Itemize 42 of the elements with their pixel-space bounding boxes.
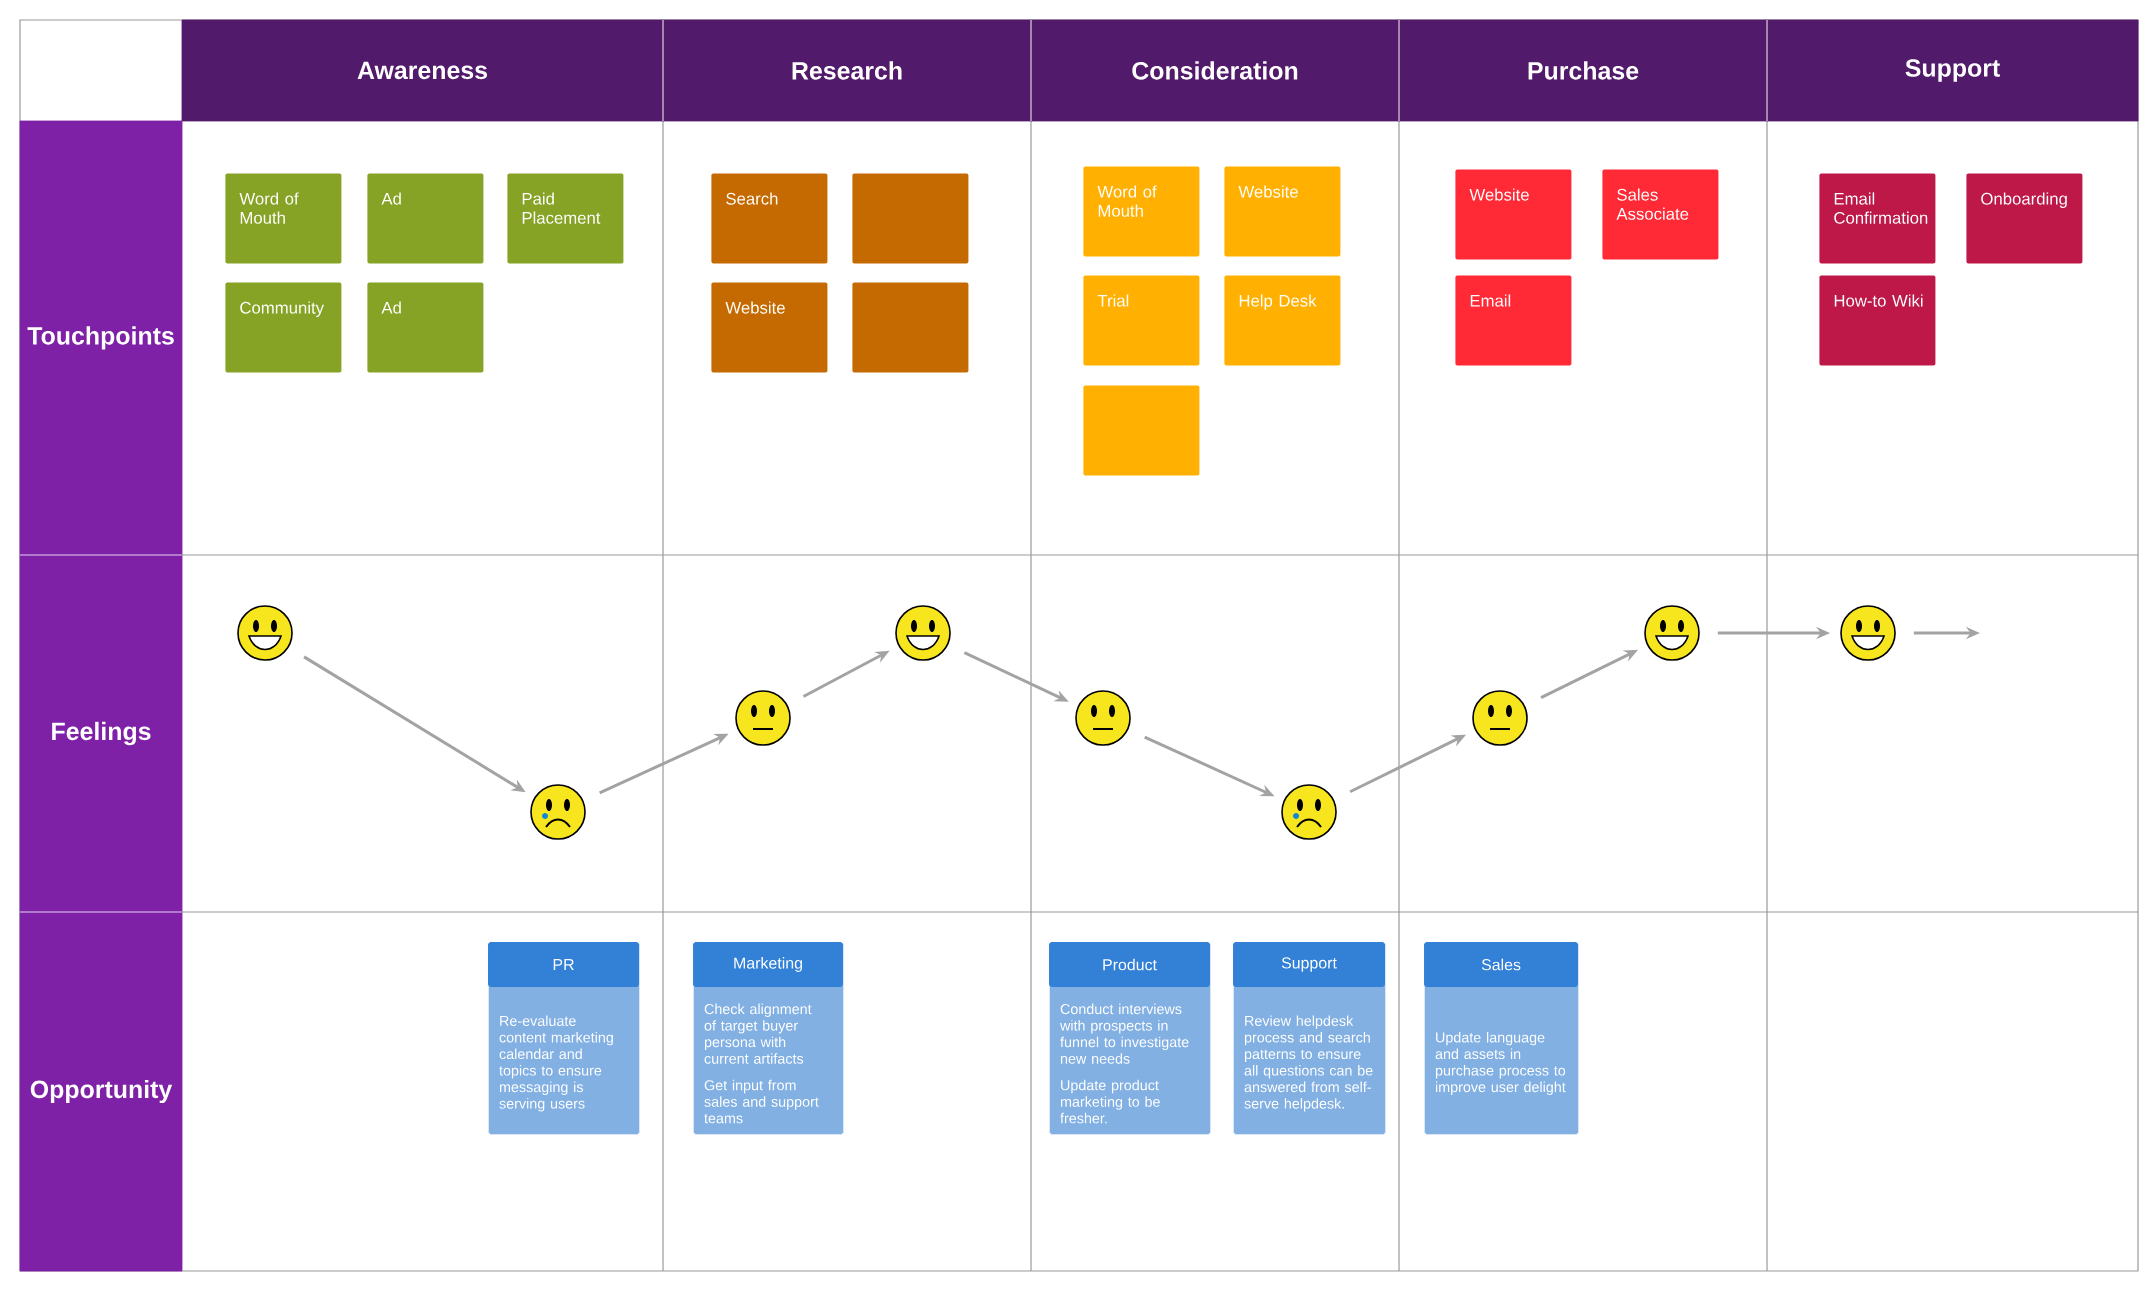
- opportunity-card: Support Review helpdesk process and search patterns to ensure all questions can be answered from self-serve helpdesk.: [1233, 942, 1386, 1135]
- sticky-note: [852, 282, 969, 373]
- sticky-note: Email Confirmation: [1819, 173, 1936, 264]
- neutral-face-icon: [735, 690, 791, 746]
- happy-face-icon: [237, 605, 293, 661]
- sticky-note: Email: [1455, 275, 1572, 366]
- happy-face-icon: [1840, 605, 1896, 661]
- opportunity-card: Sales Update language and assets in purchase process to improve user delight: [1424, 942, 1579, 1135]
- sad-face-icon: [530, 784, 586, 840]
- sticky-note: Sales Associate: [1602, 169, 1719, 260]
- column-header: Support: [1766, 19, 2139, 122]
- sticky-note: Ad: [367, 173, 484, 264]
- row-header: Touchpoints: [19, 120, 183, 556]
- sticky-note: [1083, 385, 1200, 476]
- sticky-note: Trial: [1083, 275, 1200, 366]
- column-header: Awareness: [181, 19, 664, 122]
- sticky-note: Onboarding: [1966, 173, 2083, 264]
- row-header: Opportunity: [19, 911, 183, 1272]
- sticky-note: How-to Wiki: [1819, 275, 1936, 366]
- sticky-note: [852, 173, 969, 264]
- row-header: Feelings: [19, 554, 183, 913]
- happy-face-icon: [895, 605, 951, 661]
- happy-face-icon: [1644, 605, 1700, 661]
- sticky-note: Ad: [367, 282, 484, 373]
- opportunity-card: PR Re-evaluate content marketing calendar and topics to ensure messaging is serving users: [488, 942, 640, 1135]
- opportunity-card: Product Conduct interviews with prospects in funnel to investigate new needs Update product marketing to be fresher.: [1049, 942, 1211, 1135]
- sticky-note: Word of Mouth: [225, 173, 342, 264]
- sad-face-icon: [1281, 784, 1337, 840]
- column-header: Consideration: [1030, 19, 1400, 122]
- neutral-face-icon: [1075, 690, 1131, 746]
- sticky-note: Community: [225, 282, 342, 373]
- sticky-note: Help Desk: [1224, 275, 1341, 366]
- column-header: Research: [662, 19, 1032, 122]
- opportunity-card: Marketing Check alignment of target buyer persona with current artifacts Get input from sales and support teams: [693, 942, 844, 1135]
- sticky-note: Website: [1224, 166, 1341, 257]
- neutral-face-icon: [1472, 690, 1528, 746]
- sticky-note: Website: [1455, 169, 1572, 260]
- sticky-note: Paid Placement: [507, 173, 624, 264]
- sticky-note: Word of Mouth: [1083, 166, 1200, 257]
- sticky-note: Website: [711, 282, 828, 373]
- sticky-note: Search: [711, 173, 828, 264]
- column-header: Purchase: [1398, 19, 1768, 122]
